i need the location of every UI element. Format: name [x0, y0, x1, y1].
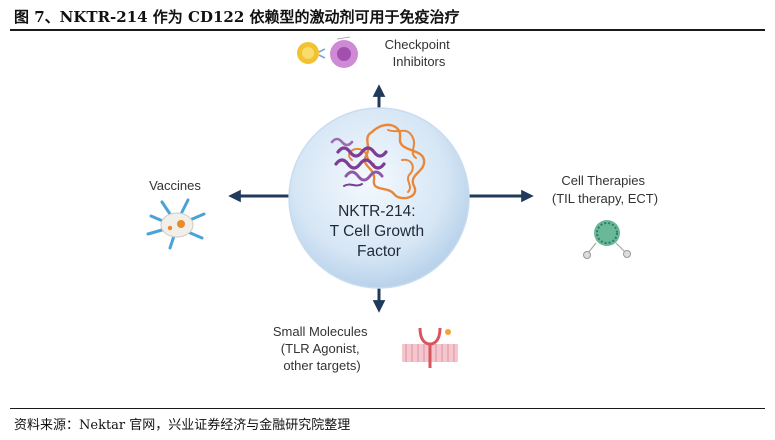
- left-label-line-1: Vaccines: [149, 178, 201, 193]
- bottom-label-line-3: other targets): [283, 358, 360, 373]
- protein-structure-icon: [330, 123, 426, 200]
- svg-text:NKTR-214: T Cell Growth: NKTR-214: T Cell Growth Factor: [330, 203, 429, 260]
- membrane-receptor-icon: [402, 327, 458, 368]
- bottom-label-line-2: (TLR Agonist,: [281, 341, 360, 356]
- svg-text:Cell Therapies (TIL therap: Cell Therapies (TIL therapy, ECT): [552, 173, 658, 206]
- center-label-line-2: T Cell Growth: [330, 223, 424, 240]
- top-label-line-2: Inhibitors: [393, 54, 446, 69]
- svg-text:Vaccines: Vaccines: [149, 178, 201, 193]
- right-label-line-2: (TIL therapy, ECT): [552, 191, 658, 206]
- center-label-line-1: NKTR-214:: [338, 203, 416, 220]
- center-label-line-3: Factor: [357, 243, 401, 260]
- svg-text:Small Molecules (TLR Agoni: Small Molecules (TLR Agonist, other targ…: [273, 324, 371, 373]
- top-label-line-1: Checkpoint: [385, 37, 450, 52]
- right-label-line-1: Cell Therapies: [561, 173, 645, 188]
- t-cell-icon: [583, 220, 631, 259]
- figure-title: 图 7、NKTR-214 作为 CD122 依赖型的激动剂可用于免疫治疗: [14, 8, 460, 26]
- title-rule: [10, 29, 765, 31]
- bottom-label-line-1: Small Molecules: [273, 324, 368, 339]
- source-rule: [10, 408, 765, 409]
- center-circle: [288, 107, 470, 289]
- dendritic-cell-icon: [146, 198, 206, 250]
- antibody-cell-icon: [297, 36, 358, 68]
- svg-text:Checkpoint Inhibitors: Checkpoint Inhibitors: [385, 37, 454, 69]
- source-note: 资料来源：Nektar 官网，兴业证券经济与金融研究院整理: [14, 418, 351, 433]
